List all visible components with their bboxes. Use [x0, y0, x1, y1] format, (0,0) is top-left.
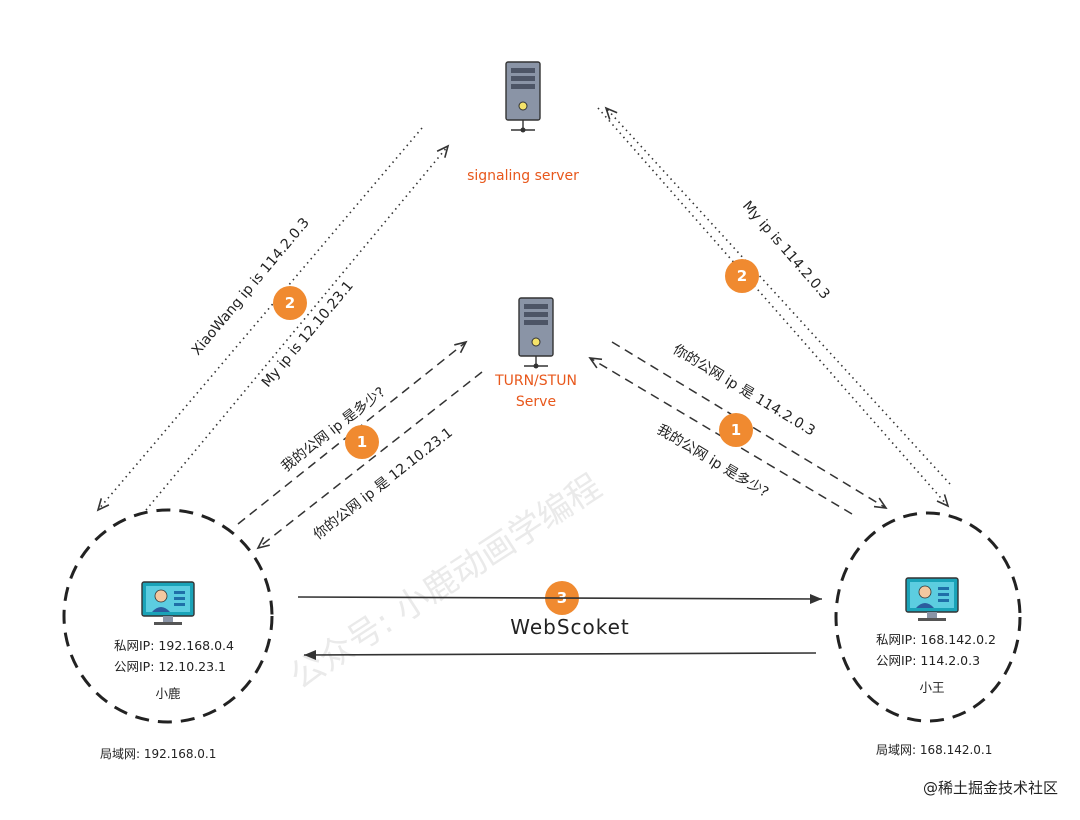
- websocket-label: WebScoket: [510, 615, 630, 639]
- badge-signaling-left: 2: [273, 286, 307, 320]
- left-lan-label: 局域网: 192.168.0.1: [100, 747, 216, 761]
- server-icon: [518, 297, 554, 370]
- stun-response-arrow-left: [256, 371, 483, 550]
- badge-stun-left: 1: [345, 425, 379, 459]
- signaling-server-label: signaling server: [467, 168, 579, 184]
- turn-stun-label-line2: Serve: [516, 394, 556, 410]
- computer-user-icon: [141, 581, 195, 626]
- stun-request-arrow-left: [237, 340, 468, 525]
- svg-text:2: 2: [285, 294, 295, 312]
- right-network-circle: [834, 511, 1022, 723]
- left-signal-send-label: My ip is 12.10.23.1: [259, 278, 357, 390]
- websocket-arrow-left: [303, 649, 817, 660]
- badge-signaling-right: 2: [725, 259, 759, 293]
- right-stun-request-label: 我的公网 ip 是多少?: [654, 421, 772, 501]
- stun-response-arrow-right: [611, 341, 888, 510]
- badge-stun-right: 1: [719, 413, 753, 447]
- footer-credit: @稀土掘金技术社区: [923, 779, 1058, 797]
- signal-arrow-from-right-peer: [604, 106, 951, 485]
- signal-arrow-to-right-peer: [597, 107, 950, 508]
- turn-stun-label-line1: TURN/STUN: [494, 373, 577, 389]
- left-peer-name: 小鹿: [155, 686, 180, 701]
- left-network-circle: [62, 508, 274, 724]
- websocket-arrow-right: [297, 593, 823, 604]
- right-private-ip: 私网IP: 168.142.0.2: [876, 632, 996, 647]
- computer-user-icon: [905, 577, 959, 622]
- right-public-ip: 公网IP: 114.2.0.3: [876, 653, 980, 668]
- right-peer-name: 小王: [919, 680, 944, 695]
- left-private-ip: 私网IP: 192.168.0.4: [114, 638, 234, 653]
- right-lan-label: 局域网: 168.142.0.1: [876, 743, 992, 757]
- turn-stun-server: TURN/STUN Serve: [494, 297, 577, 410]
- svg-text:2: 2: [737, 267, 747, 285]
- right-peer: 私网IP: 168.142.0.2 公网IP: 114.2.0.3 小王 局域网…: [834, 511, 1022, 757]
- signal-arrow-to-left-peer: [96, 127, 423, 512]
- left-public-ip: 公网IP: 12.10.23.1: [114, 659, 226, 674]
- server-icon: [505, 61, 541, 134]
- left-peer: 私网IP: 192.168.0.4 公网IP: 12.10.23.1 小鹿 局域…: [62, 508, 274, 761]
- svg-text:1: 1: [731, 421, 741, 439]
- svg-text:1: 1: [357, 433, 367, 451]
- signaling-server: signaling server: [467, 61, 579, 184]
- left-stun-response-label: 你的公网 ip 是 12.10.23.1: [311, 425, 456, 543]
